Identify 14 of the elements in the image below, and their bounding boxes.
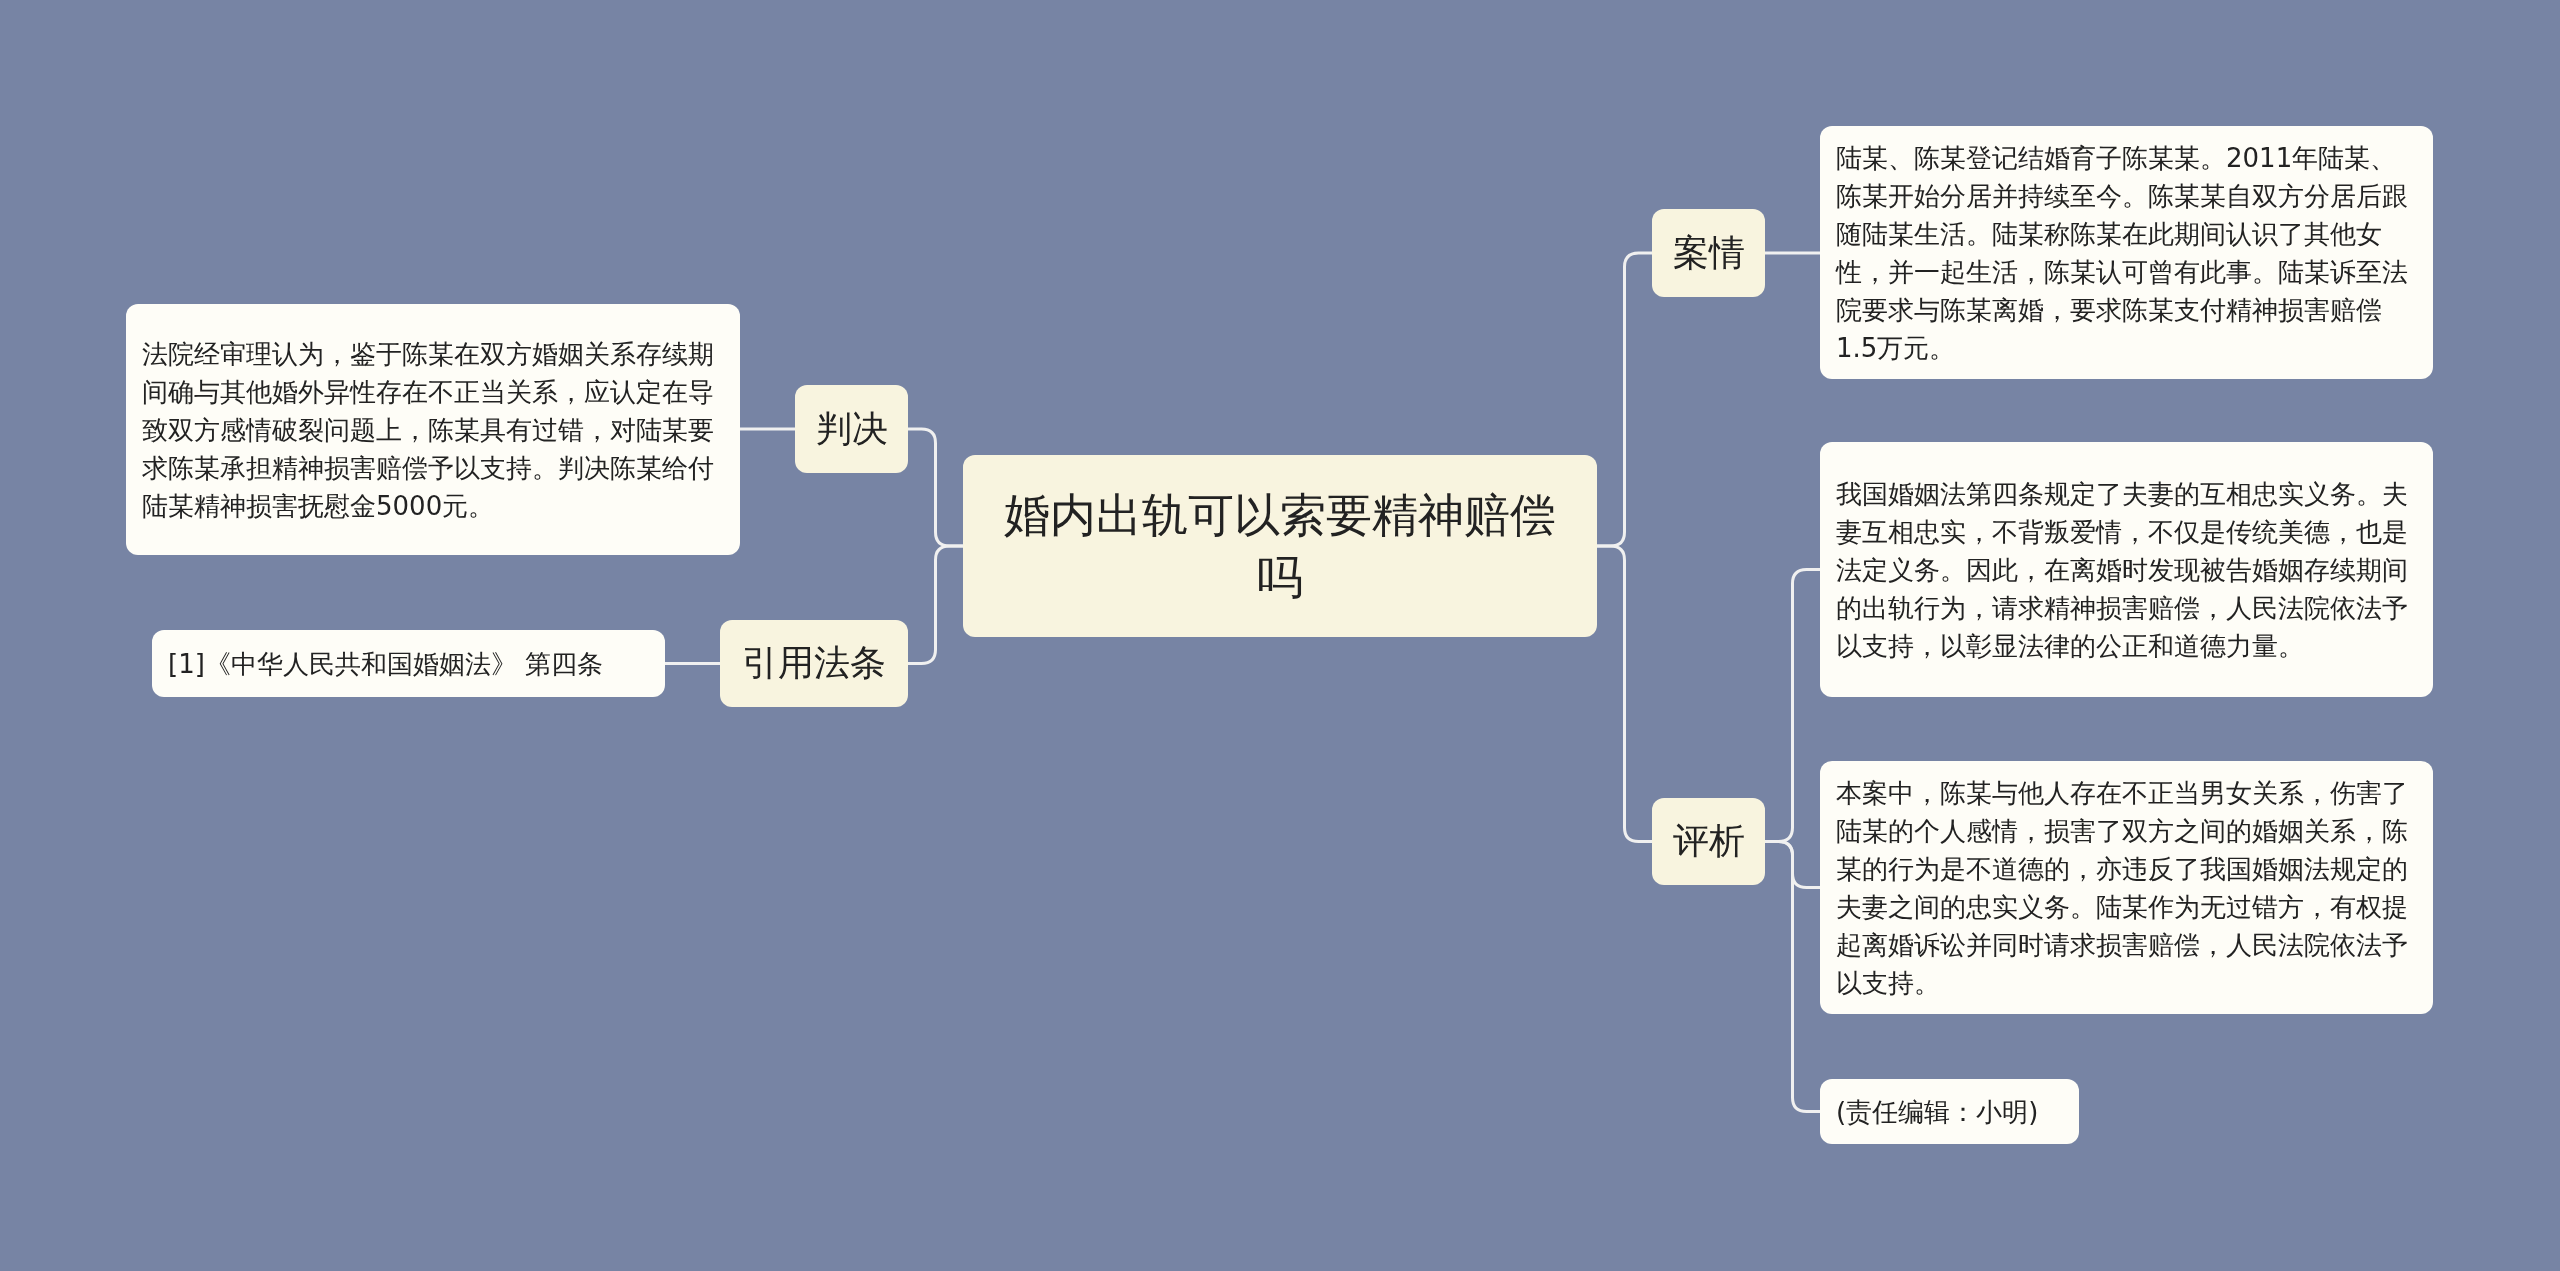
topic-box: 婚内出轨可以索要精神赔偿吗 xyxy=(963,455,1597,637)
connector-line xyxy=(1765,251,1820,255)
connector-line xyxy=(740,427,795,431)
connector-line xyxy=(665,662,720,665)
branch-box: 判决 xyxy=(795,385,908,473)
branch-box: 引用法条 xyxy=(720,620,908,707)
text-card: [1]《中华人民共和国婚姻法》 第四条 xyxy=(152,630,665,697)
text-card: (责任编辑：小明) xyxy=(1820,1079,2079,1144)
branch-box: 案情 xyxy=(1652,209,1765,297)
text-card: 陆某、陈某登记结婚育子陈某某。2011年陆某、陈某开始分居并持续至今。陈某某自双方分居后跟随陆某生活。陆某称陈某在此期间认识了其他女性，并一起生活，陈某认可曾有此事。陆某诉至法院要求与陈某离婚，要求陈某支付精神损害赔偿1.5万元。 xyxy=(1820,126,2433,379)
text-card: 法院经审理认为，鉴于陈某在双方婚姻关系存续期间确与其他婚外异性存在不正当关系，应认定在导致双方感情破裂问题上，陈某具有过错，对陆某要求陈某承担精神损害赔偿予以支持。判决陈某给付陆某精神损害抚慰金5000元。 xyxy=(126,304,740,555)
branch-box: 评析 xyxy=(1652,798,1765,885)
text-card: 本案中，陈某与他人存在不正当男女关系，伤害了陆某的个人感情，损害了双方之间的婚姻关系，陈某的行为是不道德的，亦违反了我国婚姻法规定的夫妻之间的忠实义务。陆某作为无过错方，有权提起离婚诉讼并同时请求损害赔偿，人民法院依法予以支持。 xyxy=(1820,761,2433,1014)
text-card: 我国婚姻法第四条规定了夫妻的互相忠实义务。夫妻互相忠实，不背叛爱情，不仅是传统美德，也是法定义务。因此，在离婚时发现被告婚姻存续期间的出轨行为，请求精神损害赔偿，人民法院依法予以支持，以彰显法律的公正和道德力量。 xyxy=(1820,442,2433,697)
